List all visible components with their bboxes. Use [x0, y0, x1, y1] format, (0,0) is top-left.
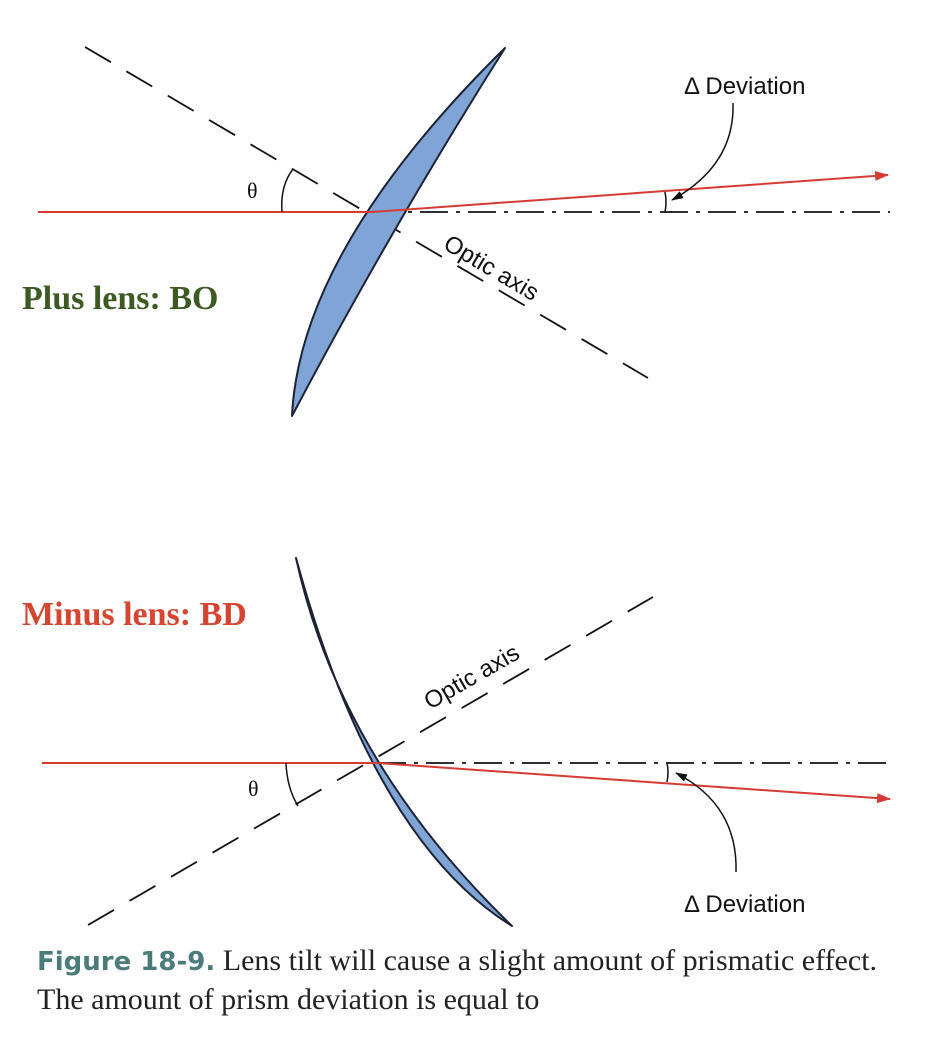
minus-theta-symbol: θ: [248, 776, 259, 801]
plus-theta-arc: [280, 168, 294, 213]
plus-optic-axis-label: Optic axis: [439, 230, 543, 307]
plus-deviated-ray: [371, 170, 889, 213]
minus-optic-axis-line: [87, 596, 654, 926]
plus-lens-label: Plus lens: BO: [22, 280, 218, 317]
plus-lens-panel: θ Δ Deviation Optic axis Plus lens: BO: [22, 46, 890, 417]
minus-theta-arc: [285, 762, 299, 807]
plus-deviation-arc: [664, 191, 667, 213]
figure-number-label: Figure 18-9.: [37, 947, 216, 977]
plus-deviation-label: Δ Deviation: [684, 73, 805, 100]
caption-text: Lens tilt will cause a slight amount of …: [37, 944, 878, 1016]
plus-deviation-pointer: [671, 102, 734, 201]
minus-lens-label: Minus lens: BD: [22, 596, 247, 633]
minus-optic-axis-label: Optic axis: [420, 639, 525, 715]
minus-deviation-label: Δ Deviation: [684, 891, 805, 918]
minus-deviation-pointer: [675, 772, 737, 873]
plus-optic-axis-line: [84, 46, 649, 379]
minus-lens-shape: [295, 557, 513, 927]
plus-lens-shape: [291, 47, 506, 417]
minus-lens-panel: θ Δ Deviation Optic axis Minus lens: BD: [22, 557, 892, 927]
lens-tilt-diagram: θ Δ Deviation Optic axis Plus lens: BO θ…: [22, 46, 892, 927]
plus-theta-symbol: θ: [247, 178, 258, 203]
minus-deviation-arc: [666, 762, 669, 783]
minus-deviated-ray: [377, 762, 891, 804]
figure-caption: Figure 18-9. Lens tilt will cause a slig…: [37, 942, 917, 1019]
